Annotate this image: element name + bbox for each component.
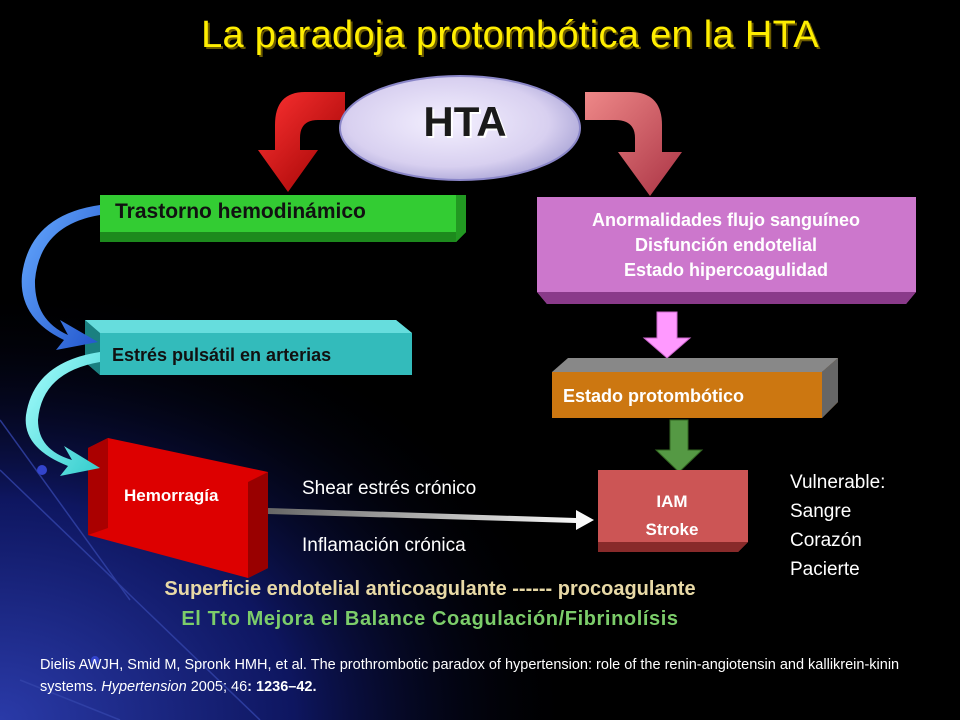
protombotico-label: Estado protombótico — [563, 386, 744, 406]
decorative-lines — [0, 419, 261, 720]
inflamacion-label: Inflamación crónica — [302, 535, 466, 556]
iam-line: IAM — [656, 492, 688, 511]
reference-citation: Dielis AWJH, Smid M, Spronk HMH, et al. … — [40, 654, 920, 698]
slide-title: La paradoja protombótica en la HTA — [201, 14, 819, 56]
stroke-line: Stroke — [645, 520, 699, 539]
reference-pages: : 1236–42. — [247, 679, 317, 695]
hemorragia-box — [88, 438, 268, 578]
iam-label: IAM Stroke — [598, 488, 746, 544]
vulnerable-item: Pacierte — [790, 559, 860, 580]
superficie-text: Superficie endotelial anticoagulante ---… — [164, 578, 696, 600]
vulnerable-item: Vulnerable: — [790, 472, 886, 493]
reference-journal: Hypertension — [101, 679, 187, 695]
cyan-curved-arrow — [25, 352, 100, 476]
anormalidades-line: Anormalidades flujo sanguíneo — [591, 210, 861, 230]
green-down-arrow — [654, 419, 704, 473]
tto-text: El Tto Mejora el Balance Coagulación/Fib… — [181, 608, 679, 630]
hta-ellipse — [339, 75, 581, 181]
pink-down-arrow — [642, 311, 692, 359]
red-curved-arrow — [258, 92, 345, 192]
trastorno-label: Trastorno hemodinámico — [115, 200, 366, 223]
estres-label: Estrés pulsátil en arterias — [112, 345, 332, 365]
blue-curved-arrow — [21, 205, 100, 350]
protombotico-box — [552, 358, 838, 418]
decorative-dot — [37, 465, 47, 475]
vulnerable-item: Corazón — [790, 530, 862, 551]
white-right-arrow — [268, 508, 594, 530]
vulnerable-list: Vulnerable: Sangre Corazón Pacierte — [790, 468, 885, 584]
shear-label: Shear estrés crónico — [302, 478, 477, 499]
trastorno-box — [100, 195, 466, 242]
iam-box — [598, 470, 748, 552]
anormalidades-line: Disfunción endotelial — [634, 235, 817, 255]
reference-authors: Dielis AWJH, Smid M, Spronk HMH, et al. … — [40, 657, 900, 695]
decorative-dot — [91, 656, 99, 664]
pink-curved-arrow — [585, 92, 682, 196]
hta-label: HTA — [423, 98, 507, 145]
hemorragia-label: Hemorragía — [124, 486, 219, 505]
anormalidades-label: Anormalidades flujo sanguíneo Disfunción… — [538, 208, 914, 283]
anormalidades-line: Estado hipercoagulidad — [623, 260, 829, 280]
reference-year: 2005; 46 — [190, 679, 248, 695]
vulnerable-item: Sangre — [790, 501, 852, 522]
anormalidades-box — [537, 197, 916, 304]
